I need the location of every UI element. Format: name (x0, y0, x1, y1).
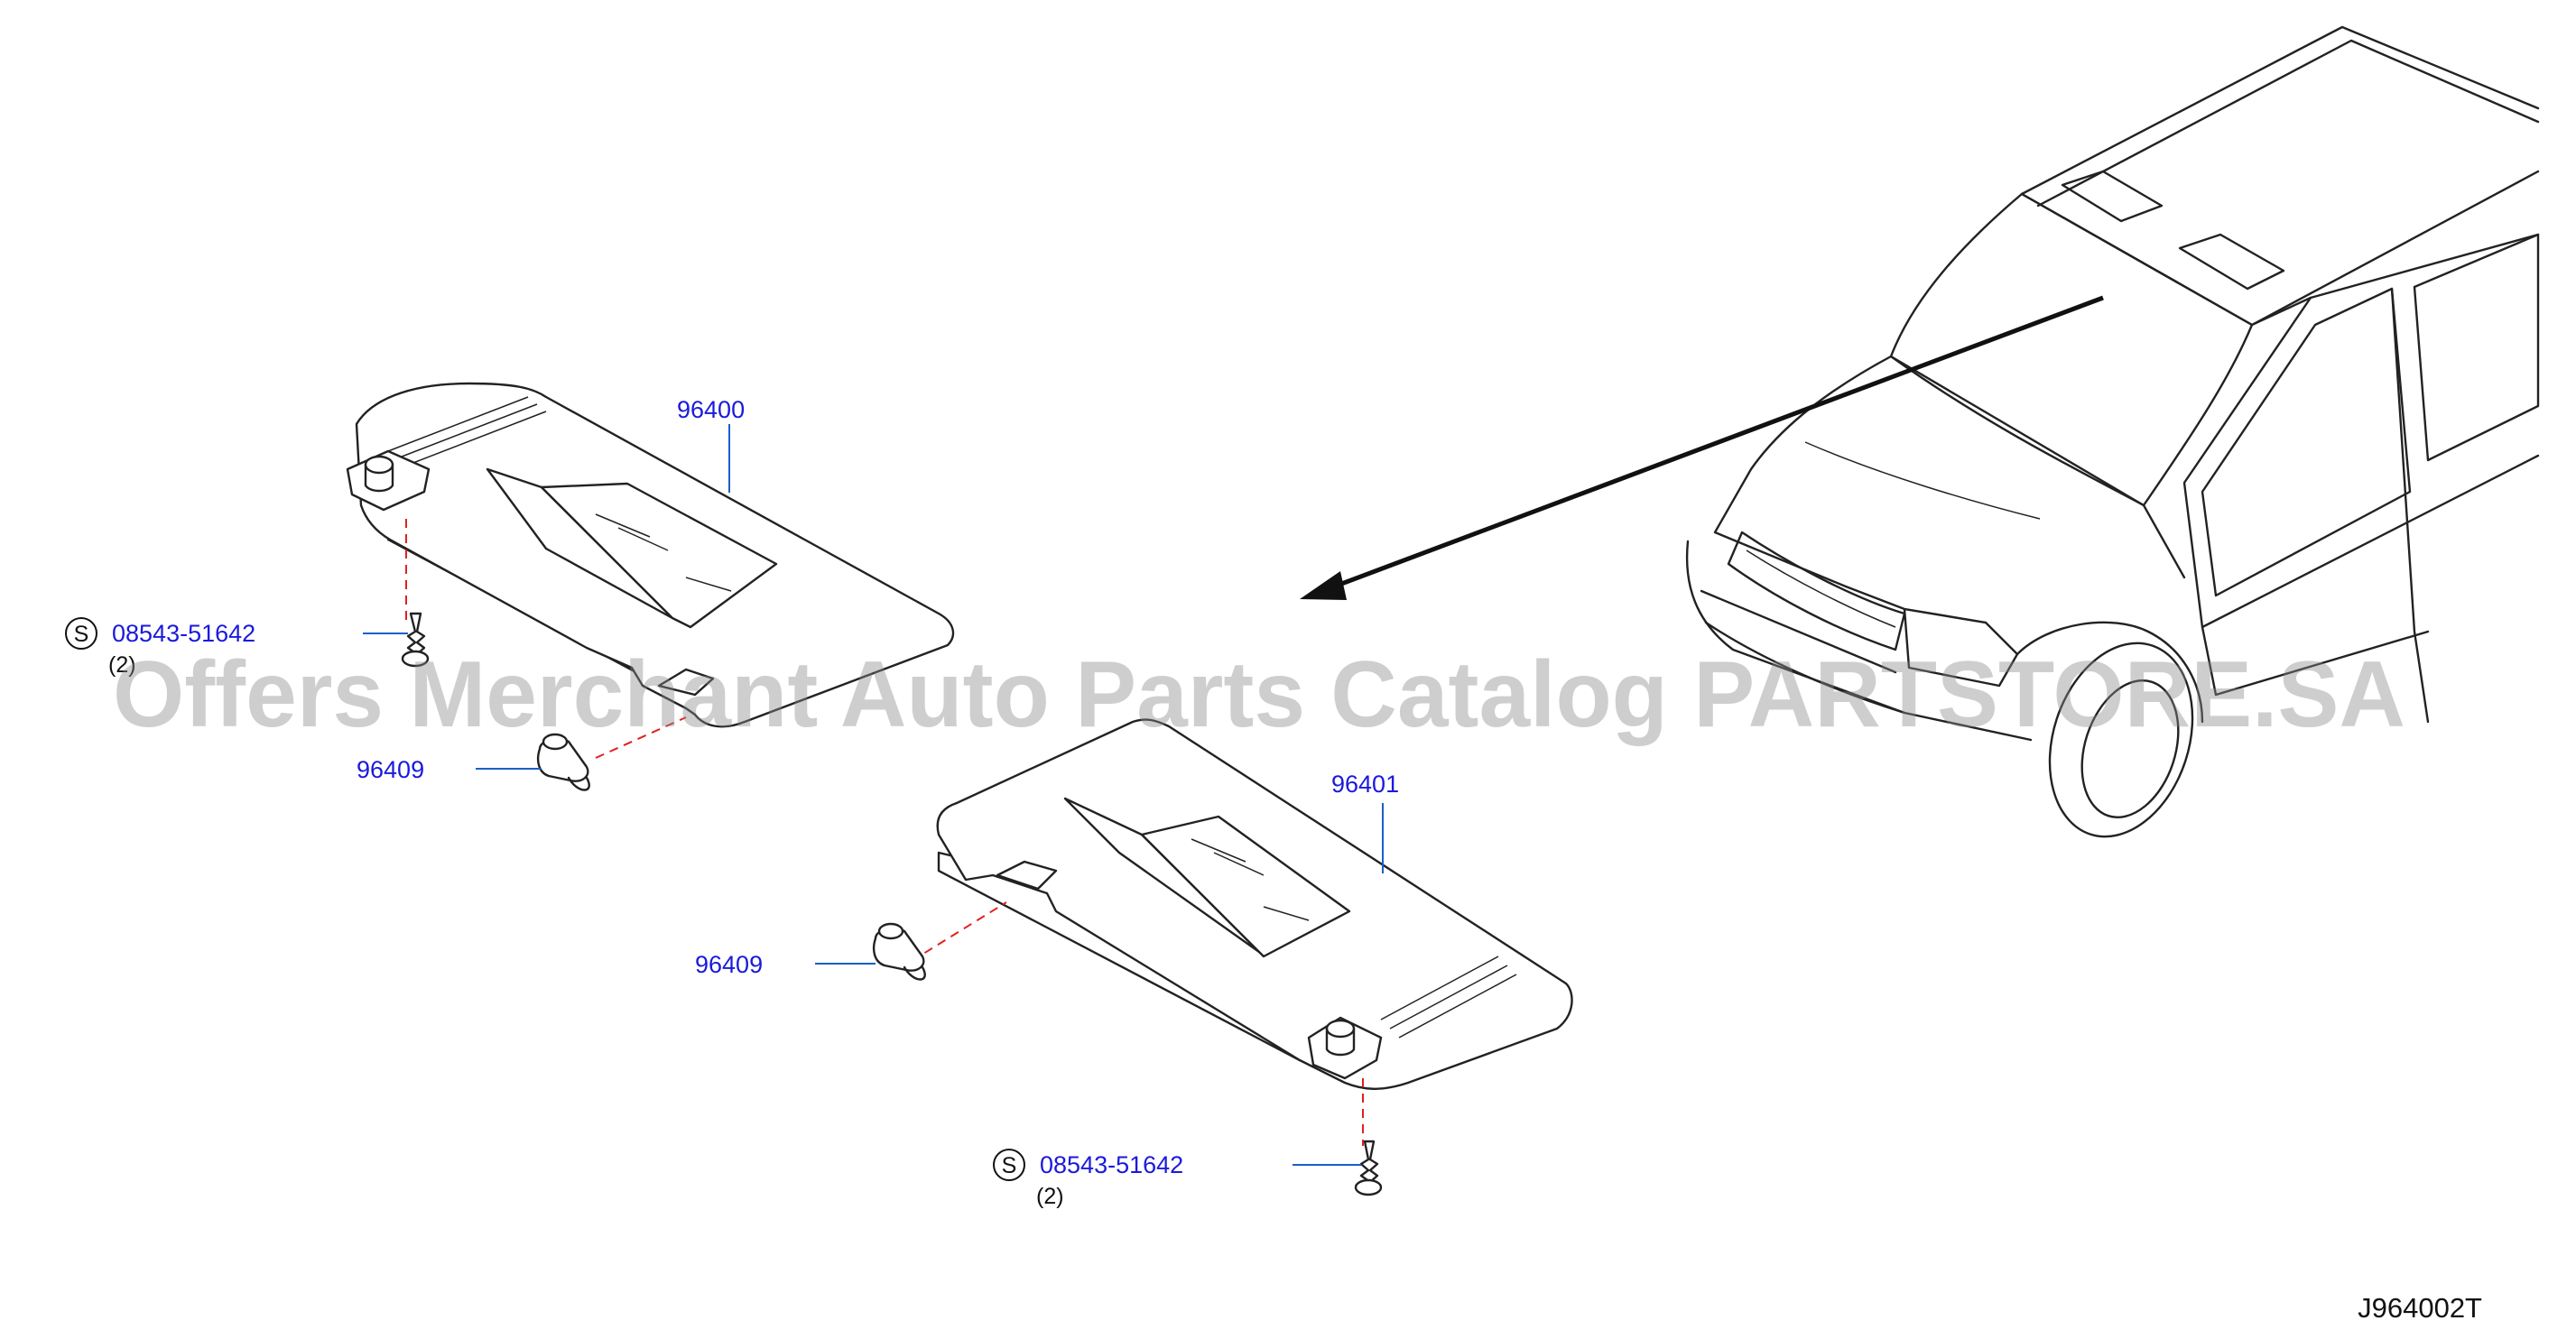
vehicle-illustration (1300, 25, 2540, 838)
quantity-lower-screw: (2) (1036, 1184, 1064, 1209)
part-label-96409-lower[interactable]: 96409 (695, 951, 763, 978)
standard-part-symbol: S (74, 622, 89, 647)
quantity-upper-screw: (2) (108, 652, 136, 678)
screw-lower-illustration (1354, 1140, 1383, 1196)
holder-lower-illustration (872, 922, 926, 981)
holder-upper-illustration (536, 733, 590, 791)
part-label-08543-51642-upper[interactable]: 08543-51642 (112, 620, 255, 647)
diagram-code: J964002T (2358, 1292, 2482, 1324)
sun-visor-upper-illustration (346, 382, 955, 728)
part-label-08543-51642-lower[interactable]: 08543-51642 (1040, 1151, 1183, 1178)
screw-upper-illustration (401, 612, 430, 668)
standard-part-icon (65, 617, 97, 650)
screw-label-lower[interactable]: S 08543-51642 (2) (993, 1149, 1183, 1209)
watermark-text: Offers Merchant Auto Parts Catalog PARTS… (113, 642, 2405, 747)
standard-part-icon (993, 1149, 1025, 1181)
part-label-96401[interactable]: 96401 (1331, 771, 1399, 798)
part-label-96400[interactable]: 96400 (677, 396, 745, 423)
standard-part-symbol: S (1002, 1153, 1017, 1178)
part-label-96409-upper[interactable]: 96409 (357, 756, 424, 783)
sun-visor-lower-illustration (936, 718, 1573, 1090)
screw-label-upper[interactable]: S 08543-51642 (2) (65, 617, 255, 678)
